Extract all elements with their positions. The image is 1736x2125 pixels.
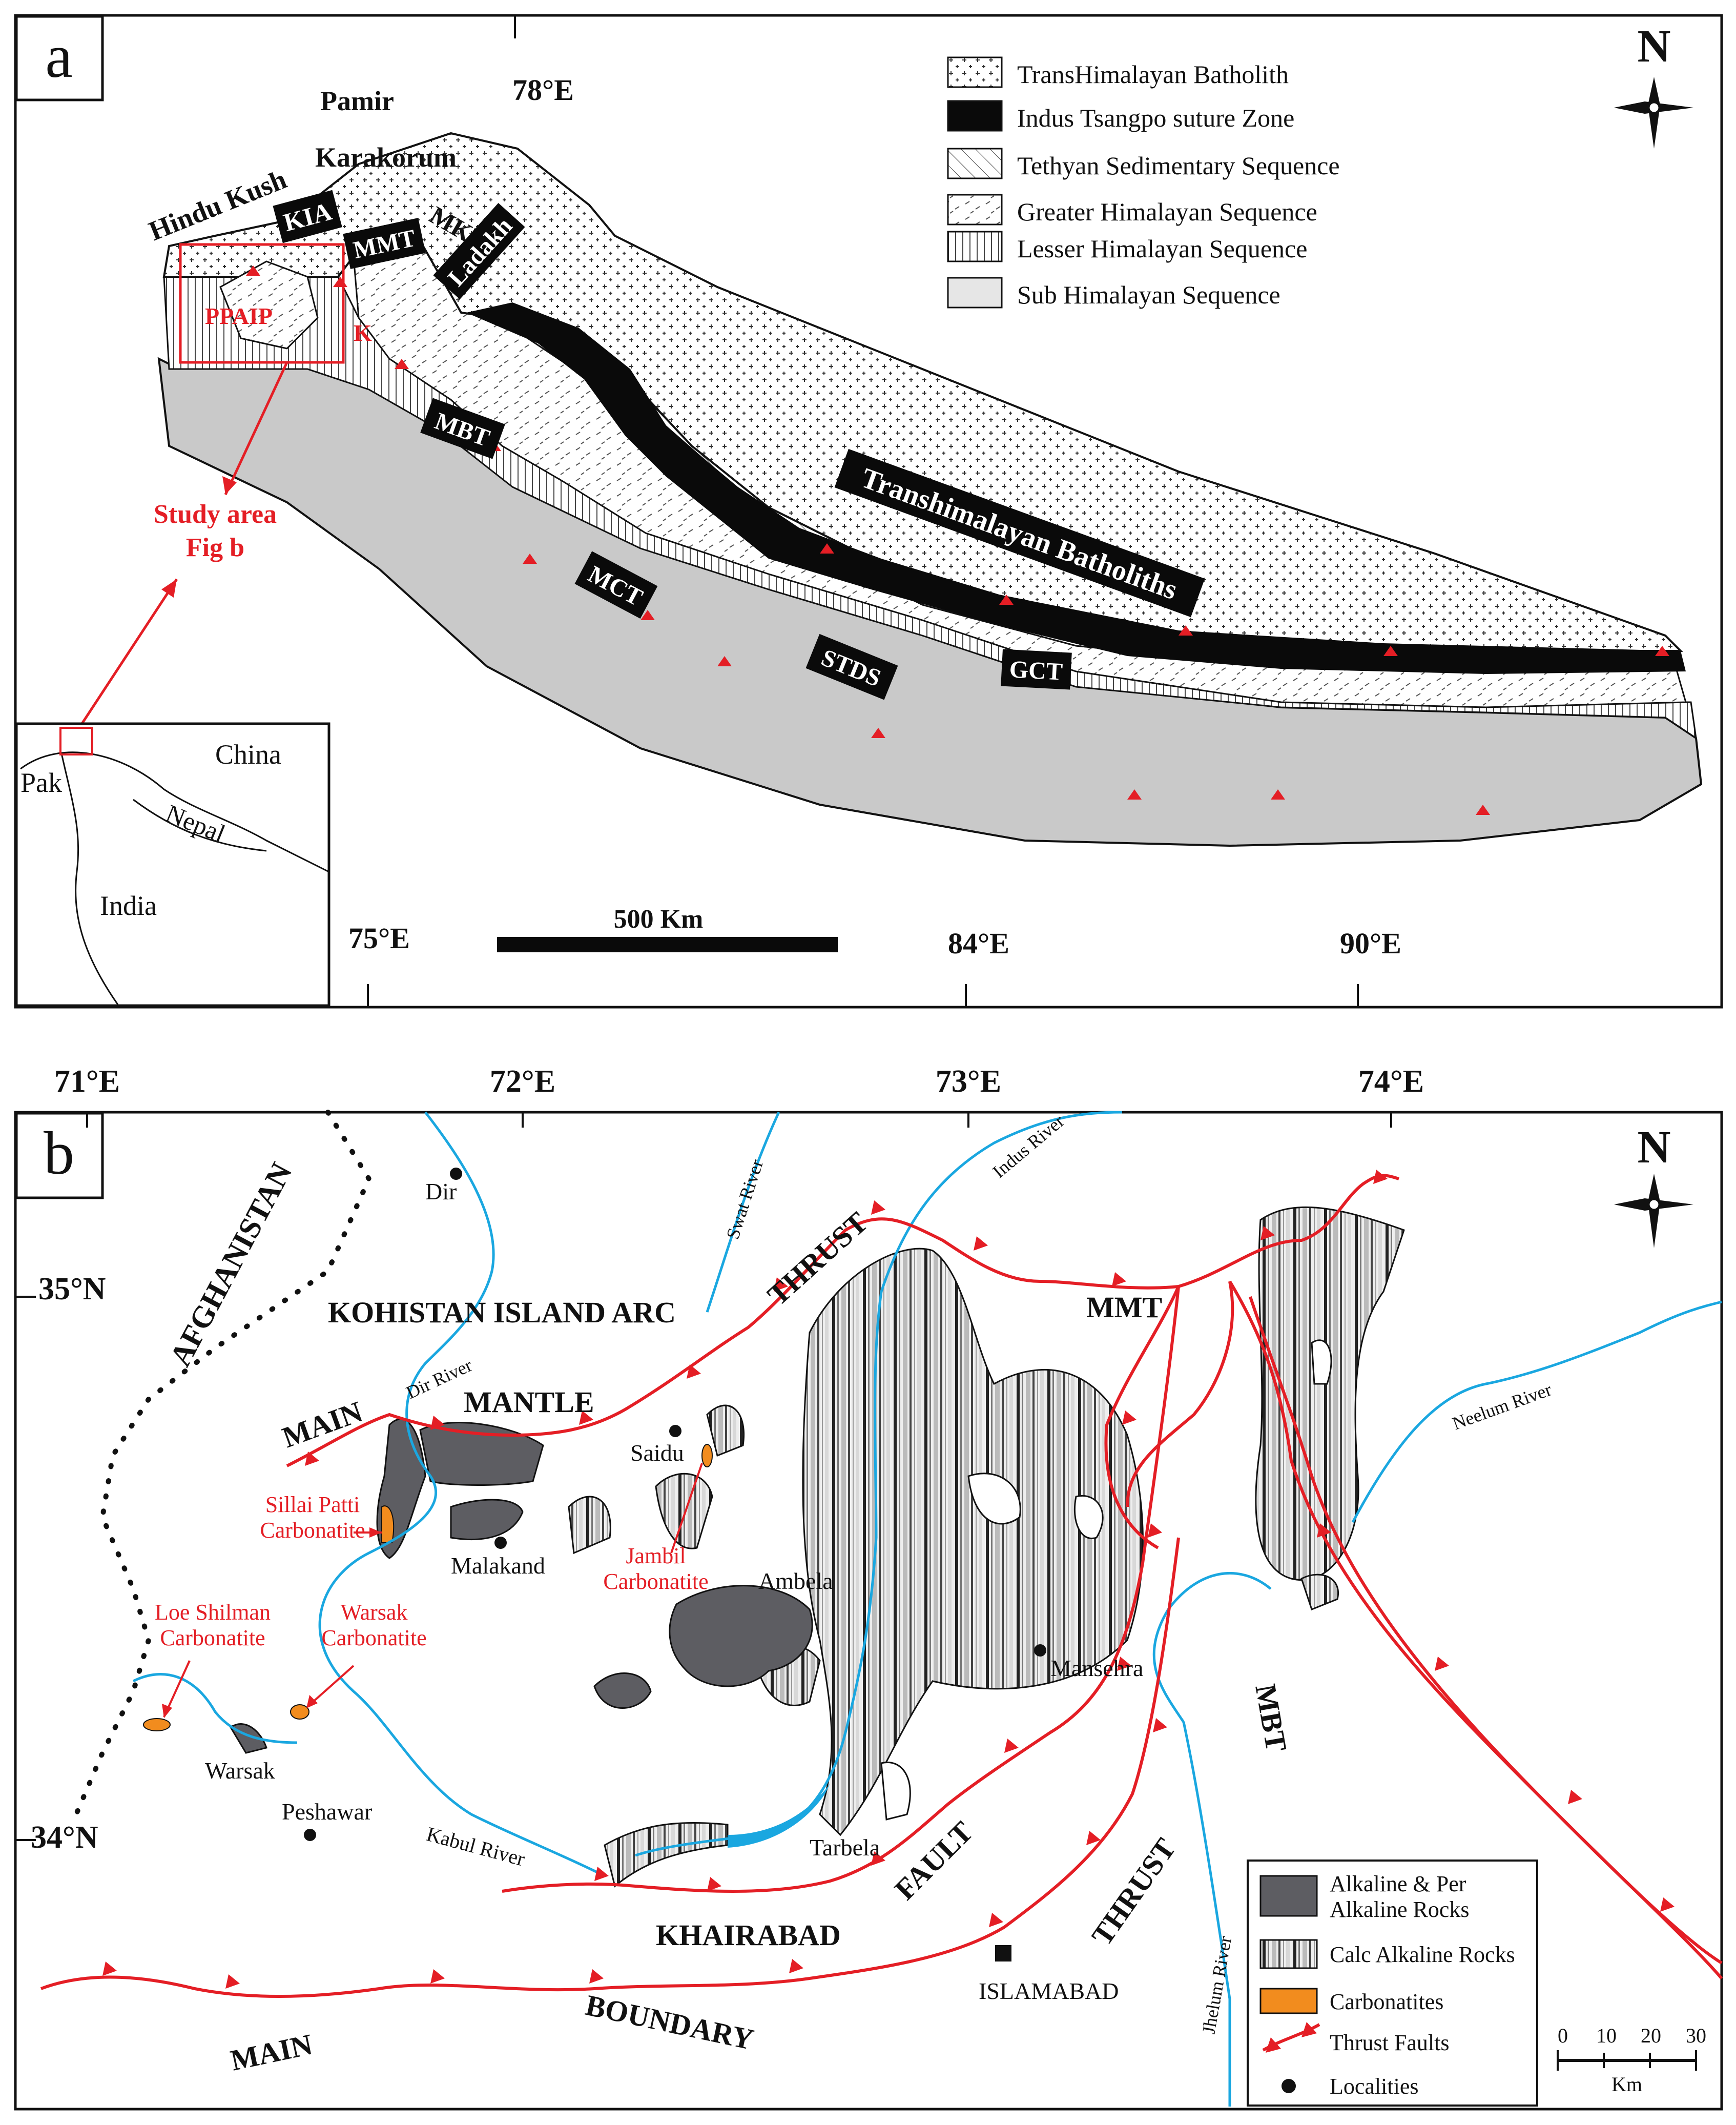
svg-text:10: 10 bbox=[1596, 2024, 1617, 2047]
ambela-label: Ambela bbox=[758, 1568, 833, 1594]
panel-b-tag: b bbox=[44, 1119, 74, 1187]
locality-points bbox=[304, 1168, 1046, 1961]
legend-a-item-2: Tethyan Sedimentary Sequence bbox=[1017, 151, 1340, 180]
lon-90-label: 90°E bbox=[1340, 927, 1401, 960]
thrust-markers-a bbox=[246, 265, 1669, 815]
scalebar-a bbox=[497, 937, 838, 952]
legend-b-item-2: Calc Alkaline Rocks bbox=[1330, 1942, 1515, 1967]
loe-shilman-label-1: Loe Shilman bbox=[155, 1600, 271, 1625]
calc-alkaline-rocks bbox=[568, 1206, 1405, 1888]
study-area-box bbox=[179, 243, 345, 364]
lon-74-label: 74°E bbox=[1358, 1064, 1424, 1099]
panel-a-tag: a bbox=[45, 22, 72, 90]
scalebar-b: 0 10 20 30 Km bbox=[1557, 2024, 1706, 2096]
dir-label: Dir bbox=[425, 1178, 457, 1204]
legend-a-item-4: Lesser Himalayan Sequence bbox=[1017, 234, 1307, 263]
inset-china-label: China bbox=[215, 739, 281, 770]
saidu-label: Saidu bbox=[630, 1440, 684, 1466]
sillai-label-2: Carbonatite bbox=[260, 1518, 365, 1543]
svg-text:N: N bbox=[1638, 21, 1671, 72]
thrust-faults bbox=[40, 1174, 1723, 1998]
mantle-label: MANTLE bbox=[464, 1385, 594, 1419]
lon-84-label: 84°E bbox=[948, 927, 1009, 960]
sillai-label-1: Sillai Patti bbox=[265, 1492, 360, 1517]
karakorum-label: Karakorum bbox=[315, 142, 457, 173]
svg-text:Km: Km bbox=[1611, 2073, 1642, 2096]
panel-b: 71°E 72°E 73°E 74°E b 35°N 34°N bbox=[14, 1064, 1723, 2111]
tarbela-reservoir bbox=[728, 1753, 845, 1848]
svg-text:N: N bbox=[1638, 1122, 1671, 1173]
north-arrow-b: N bbox=[1614, 1122, 1693, 1248]
study-area-label: Study area bbox=[154, 500, 277, 529]
jambil-label-1: Jambil bbox=[626, 1543, 686, 1568]
legend-b-item-5: Localities bbox=[1330, 2074, 1419, 2099]
legend-b: Alkaline & Per Alkaline Rocks Calc Alkal… bbox=[1247, 1860, 1538, 2107]
pamir-label: Pamir bbox=[320, 86, 394, 116]
svg-text:20: 20 bbox=[1641, 2024, 1661, 2047]
k-label: K bbox=[354, 320, 372, 346]
warsak-carbonatite-label-2: Carbonatite bbox=[321, 1625, 426, 1650]
islamabad-label: ISLAMABAD bbox=[979, 1978, 1119, 2004]
ppaip-label: PPAIP bbox=[205, 303, 273, 329]
lat-34-label: 34°N bbox=[31, 1820, 98, 1855]
lon-72-label: 72°E bbox=[490, 1064, 555, 1099]
malakand-label: Malakand bbox=[451, 1552, 545, 1579]
north-arrow-a: N bbox=[1614, 21, 1693, 149]
loe-shilman-label-2: Carbonatite bbox=[160, 1625, 265, 1650]
lon-78-label: 78°E bbox=[512, 73, 574, 107]
lon-71-label: 71°E bbox=[54, 1064, 120, 1099]
gct-label: GCT bbox=[1009, 656, 1064, 685]
panel-a: a bbox=[14, 14, 1723, 1009]
legend-a-item-1: Indus Tsangpo suture Zone bbox=[1017, 104, 1294, 132]
inset-map: China Pak Nepal India bbox=[15, 722, 330, 1007]
scalebar-a-label: 500 Km bbox=[614, 905, 704, 934]
inset-india-label: India bbox=[100, 890, 157, 921]
legend-a: TransHimalayan Batholith Indus Tsangpo s… bbox=[947, 56, 1340, 309]
khairabad-label: KHAIRABAD bbox=[656, 1918, 841, 1952]
lon-75-label: 75°E bbox=[348, 922, 410, 955]
mmt-label-b: MMT bbox=[1086, 1291, 1162, 1324]
svg-text:30: 30 bbox=[1686, 2024, 1706, 2047]
legend-b-item-0: Alkaline & Per bbox=[1330, 1871, 1466, 1896]
tarbela-label: Tarbela bbox=[810, 1834, 880, 1861]
legend-b-item-4: Thrust Faults bbox=[1330, 2030, 1449, 2055]
legend-a-item-5: Sub Himalayan Sequence bbox=[1017, 280, 1280, 309]
svg-text:0: 0 bbox=[1558, 2024, 1568, 2047]
warsak-carbonatite-label-1: Warsak bbox=[341, 1600, 408, 1625]
lon-73-label: 73°E bbox=[936, 1064, 1001, 1099]
study-area-fig-label: Fig b bbox=[186, 533, 244, 562]
warsak-locality-label: Warsak bbox=[205, 1758, 275, 1784]
afghanistan-border bbox=[69, 1110, 372, 1827]
carbonatites bbox=[143, 1444, 713, 1731]
lat-35-label: 35°N bbox=[38, 1272, 106, 1306]
inset-pak-label: Pak bbox=[20, 767, 62, 798]
thrust-markers-b bbox=[102, 1170, 1675, 1989]
legend-a-item-0: TransHimalayan Batholith bbox=[1017, 60, 1289, 89]
peshawar-label: Peshawar bbox=[282, 1799, 372, 1825]
legend-b-item-1: Alkaline Rocks bbox=[1330, 1897, 1470, 1922]
legend-a-item-3: Greater Himalayan Sequence bbox=[1017, 197, 1317, 226]
kohistan-label: KOHISTAN ISLAND ARC bbox=[328, 1296, 676, 1329]
legend-b-item-3: Carbonatites bbox=[1330, 1989, 1443, 2014]
indus-tsangpo-suture-zone bbox=[466, 302, 1686, 674]
mansehra-label: Mansehra bbox=[1050, 1655, 1143, 1681]
jambil-label-2: Carbonatite bbox=[603, 1569, 708, 1594]
